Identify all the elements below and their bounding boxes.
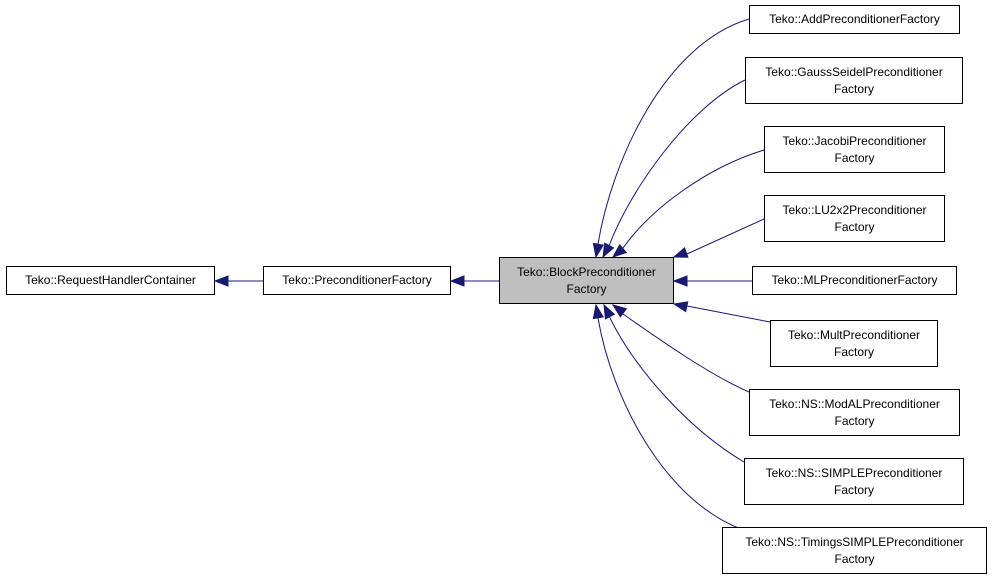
node-jacobi-preconditioner-factory[interactable]: Teko::JacobiPreconditioner Factory [764,126,945,173]
node-label-line: Factory [834,413,875,428]
node-label-line: Factory [834,551,875,566]
inheritance-arrowhead [672,275,688,287]
node-label-line: Teko::JacobiPreconditioner [782,133,927,148]
node-ns-modal-preconditioner-factory[interactable]: Teko::NS::ModALPreconditioner Factory [749,389,960,436]
node-label-line: Teko::PreconditionerFactory [282,273,432,287]
node-label-line: Teko::AddPreconditionerFactory [769,12,940,26]
node-lu2x2-preconditioner-factory[interactable]: Teko::LU2x2Preconditioner Factory [764,195,945,242]
node-label-line: Teko::NS::SIMPLEPreconditioner [765,465,943,480]
node-label-line: Factory [834,219,875,234]
node-label-line: Teko::MLPreconditionerFactory [771,273,938,287]
node-label-line: Factory [566,281,607,296]
node-block-preconditioner-factory: Teko::BlockPreconditioner Factory [499,257,674,304]
inheritance-arrowhead [603,303,616,320]
node-label-line: Teko::BlockPreconditioner [517,264,656,279]
inheritance-arrowhead [602,242,615,259]
inheritance-edge [686,218,765,255]
inheritance-edge [686,305,771,323]
inheritance-arrowhead [611,243,628,258]
inheritance-arrowhead [213,275,229,287]
node-label-line: Factory [833,482,874,497]
node-preconditioner-factory[interactable]: Teko::PreconditionerFactory [263,266,451,295]
inheritance-edge [622,149,765,249]
node-label-line: Teko::RequestHandlerContainer [25,273,196,287]
node-add-preconditioner-factory[interactable]: Teko::AddPreconditionerFactory [749,5,960,34]
inheritance-edge [597,18,750,245]
inheritance-edge [622,313,750,393]
node-request-handler-container[interactable]: Teko::RequestHandlerContainer [6,266,215,295]
node-label-line: Teko::GaussSeidelPreconditioner [765,64,943,79]
inheritance-arrowhead [672,247,689,258]
inheritance-arrowhead [592,303,604,320]
inheritance-arrowhead [592,242,604,259]
node-label-line: Teko::LU2x2Preconditioner [782,202,927,217]
node-ml-preconditioner-factory[interactable]: Teko::MLPreconditionerFactory [752,266,957,295]
inheritance-edge [608,315,745,463]
inheritance-edge [597,317,742,530]
node-label-line: Factory [833,344,874,359]
node-label-line: Teko::NS::TimingsSIMPLEPreconditioner [745,534,964,549]
inheritance-arrowhead [611,304,628,318]
node-ns-simple-preconditioner-factory[interactable]: Teko::NS::SIMPLEPreconditioner Factory [744,458,964,505]
inheritance-arrowhead [449,275,465,287]
node-ns-timings-simple-preconditioner-factory[interactable]: Teko::NS::TimingsSIMPLEPreconditioner Fa… [722,527,987,574]
inheritance-edge [608,79,746,247]
node-mult-preconditioner-factory[interactable]: Teko::MultPreconditioner Factory [770,320,938,367]
node-label-line: Teko::MultPreconditioner [787,327,921,342]
inheritance-arrowhead [672,301,689,313]
node-gauss-seidel-preconditioner-factory[interactable]: Teko::GaussSeidelPreconditioner Factory [745,57,963,104]
node-label-line: Factory [834,150,875,165]
node-label-line: Factory [833,81,874,96]
node-label-line: Teko::NS::ModALPreconditioner [769,396,940,411]
